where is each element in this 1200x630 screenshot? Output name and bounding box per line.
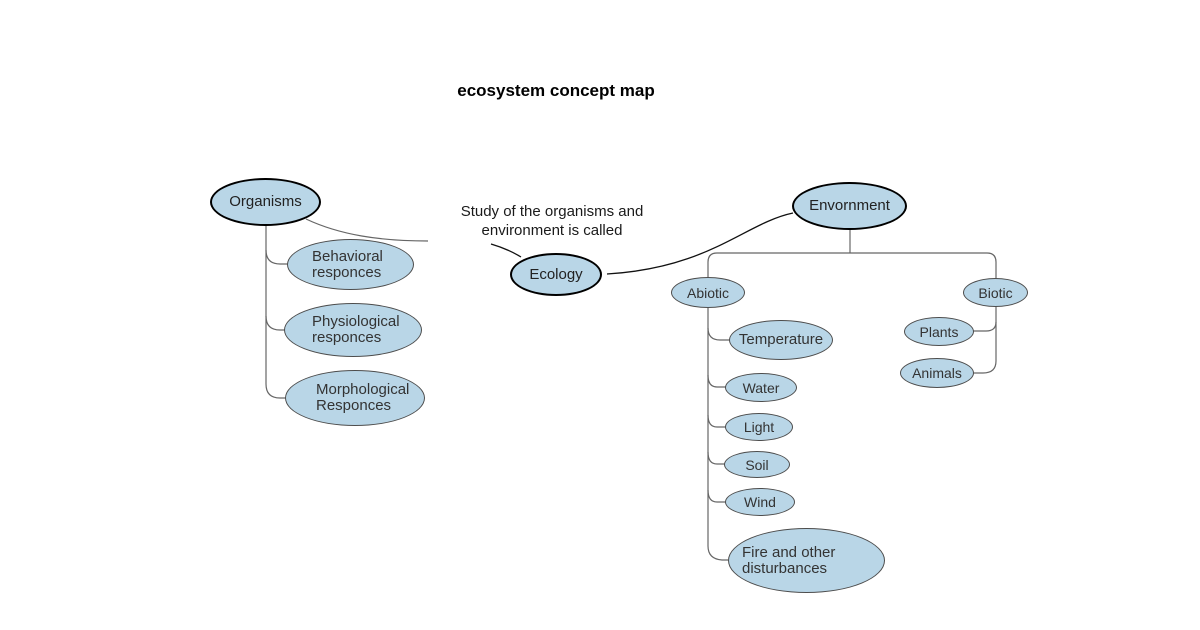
connector-organisms-morphological bbox=[265, 226, 286, 399]
node-envornment: Envornment bbox=[792, 182, 907, 230]
connector-biotic-animals bbox=[973, 306, 997, 374]
connector-abiotic-temperature bbox=[707, 327, 730, 341]
node-fire-and-other-disturbances: Fire and other disturbances bbox=[728, 528, 885, 593]
node-temperature: Temperature bbox=[729, 320, 833, 360]
node-physiological-responces: Physiological responces bbox=[284, 303, 422, 357]
connector-organisms-behavioral bbox=[265, 249, 288, 265]
node-abiotic: Abiotic bbox=[671, 277, 745, 308]
arrow-annotation-to-ecology bbox=[490, 243, 522, 258]
connector-abiotic-soil bbox=[707, 451, 725, 465]
annotation-text: Study of the organisms and environment i… bbox=[460, 203, 644, 239]
node-behavioral-responces: Behavioral responces bbox=[287, 239, 414, 290]
connector-abiotic-wind bbox=[707, 489, 726, 503]
connector-abiotic-fire bbox=[707, 308, 728, 561]
node-animals: Animals bbox=[900, 358, 974, 388]
node-light: Light bbox=[725, 413, 793, 441]
connector-abiotic-water bbox=[707, 374, 726, 388]
node-organisms: Organisms bbox=[210, 178, 321, 226]
connector-organisms-physiological bbox=[265, 315, 285, 331]
node-wind: Wind bbox=[725, 488, 795, 516]
page-title: ecosystem concept map bbox=[457, 81, 655, 100]
connector-biotic-plants bbox=[973, 321, 997, 332]
node-plants: Plants bbox=[904, 317, 974, 346]
arrow-envornment-to-ecology bbox=[606, 212, 794, 275]
node-morphological-responces: Morphological Responces bbox=[285, 370, 425, 426]
connector-organisms-annotation bbox=[305, 218, 429, 242]
node-water: Water bbox=[725, 373, 797, 402]
node-biotic: Biotic bbox=[963, 278, 1028, 307]
node-ecology: Ecology bbox=[510, 253, 602, 296]
connector-abiotic-biotic-bracket bbox=[707, 252, 997, 278]
connector-abiotic-light bbox=[707, 414, 726, 428]
node-soil: Soil bbox=[724, 451, 790, 478]
